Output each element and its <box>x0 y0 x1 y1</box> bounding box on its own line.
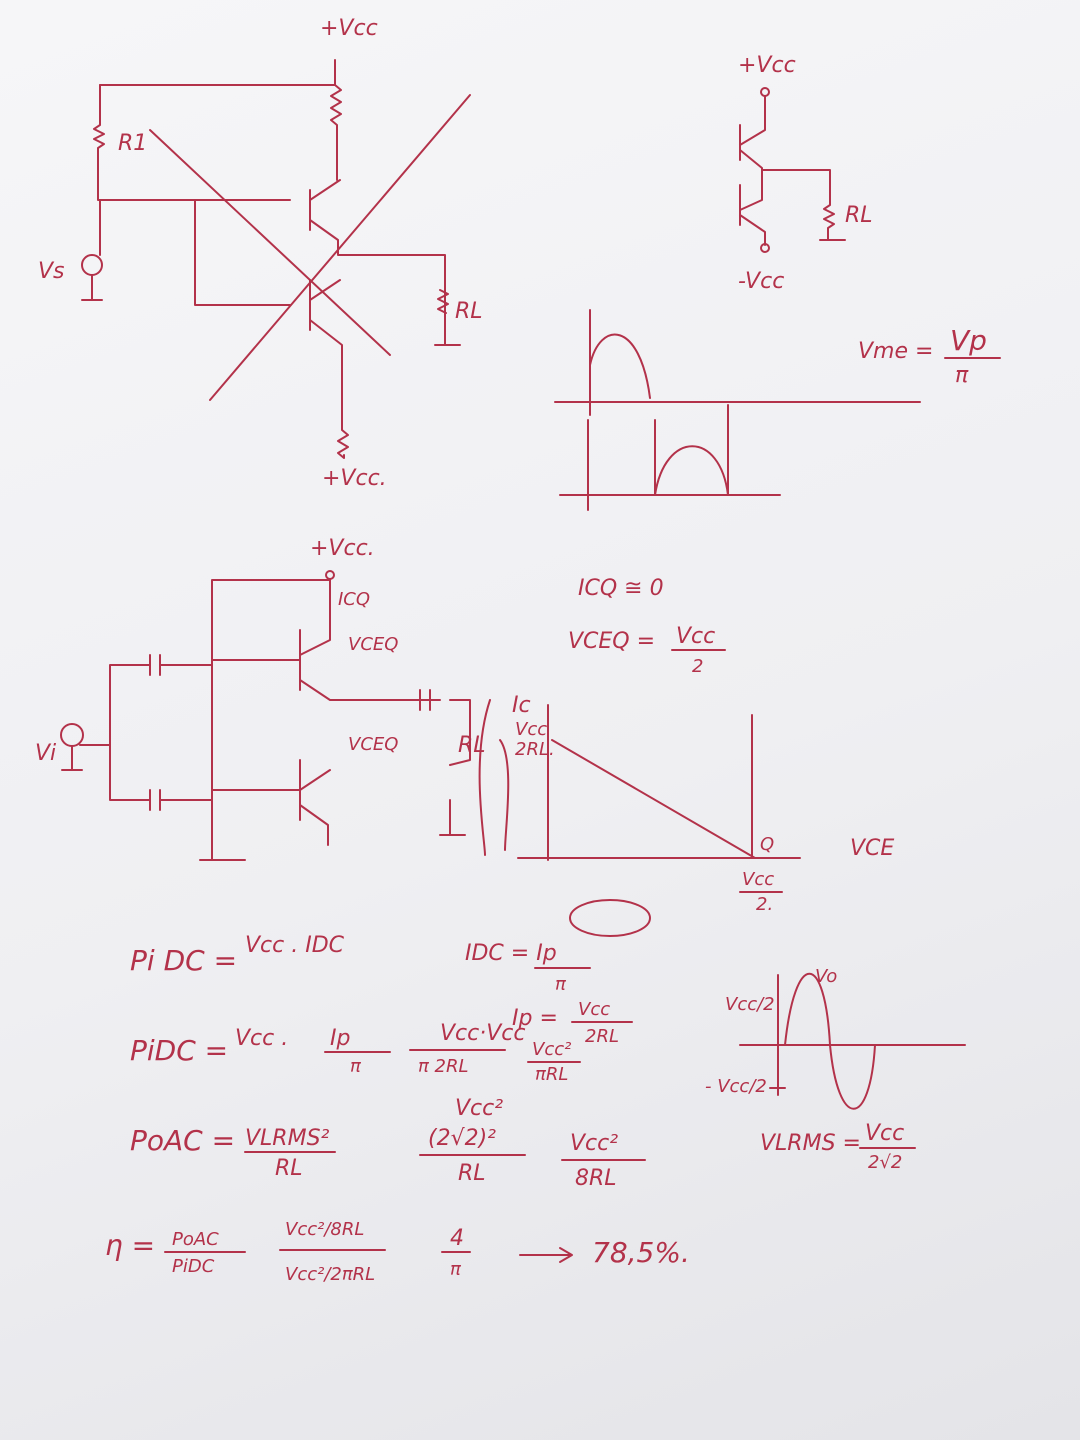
sine-waveform <box>739 973 966 1110</box>
efficiency-pi: π <box>450 1259 462 1280</box>
poac-result-num: Vcc² <box>570 1131 618 1156</box>
crossed-out-push-pull-circuit <box>81 59 471 459</box>
efficiency-percent: 78,5%. <box>592 1236 690 1269</box>
vceq-upper-label: VCEQ <box>348 634 398 655</box>
vce-axis-label: VCE <box>850 836 894 861</box>
pidc2-result-den: πRL <box>535 1064 568 1085</box>
poac-rl: RL <box>275 1156 303 1181</box>
ip-equation: Ip = <box>512 1006 558 1031</box>
ip-den: 2RL <box>585 1026 619 1047</box>
vme-label: Vme = <box>858 339 933 364</box>
vp-label: Vp <box>950 324 987 357</box>
vlrms-label: VLRMS = <box>760 1131 861 1156</box>
vlrms-num: Vcc <box>865 1121 904 1146</box>
biased-push-pull-circuit <box>60 570 471 861</box>
idc-equation: IDC = Ip <box>465 941 557 966</box>
pidc2-ip: Ip <box>330 1026 350 1051</box>
negative-peak-label: - Vcc/2 <box>705 1076 767 1097</box>
r1-label: R1 <box>118 131 147 156</box>
icq-label: ICQ <box>338 589 370 610</box>
rl-label: RL <box>455 299 483 324</box>
vcc-top-label: +Vcc <box>320 16 378 41</box>
positive-peak-label: Vcc/2 <box>725 994 775 1015</box>
poac-vlrms: VLRMS² <box>245 1126 330 1151</box>
ic-max-num: Vcc <box>515 719 547 740</box>
vo-label: Vo <box>815 966 837 987</box>
pidc2-vccvcc: Vcc·Vcc <box>440 1021 525 1046</box>
load-line-graph <box>478 699 801 937</box>
poac-lhs: PoAC = <box>130 1124 235 1157</box>
vceq-equation: VCEQ = <box>568 629 655 654</box>
pidc2-lhs: PiDC = <box>130 1034 228 1067</box>
rl-label-2: RL <box>845 203 873 228</box>
complementary-pair-circuit <box>739 87 846 253</box>
poac-2root2: (2√2)² <box>428 1126 496 1151</box>
vceq-num: Vcc <box>676 624 715 649</box>
pidc-rhs: Vcc . IDC <box>245 933 345 958</box>
q-point-label: Q <box>760 834 774 855</box>
efficiency-den: PiDC <box>172 1256 215 1277</box>
efficiency-fraction-num: Vcc²/8RL <box>285 1219 364 1240</box>
pidc-lhs: Pi DC = <box>130 944 237 977</box>
pi-label: π <box>955 363 969 388</box>
icq-approx-zero: ICQ ≅ 0 <box>578 576 664 601</box>
poac-vcc2: Vcc² <box>455 1096 503 1121</box>
pidc2-vccvcc-den: π 2RL <box>418 1056 469 1077</box>
vcc-label-2: +Vcc <box>738 53 796 78</box>
vi-label: Vi <box>35 741 56 766</box>
vcc-bottom-label: +Vcc. <box>322 466 387 491</box>
efficiency-num: PoAC <box>172 1229 219 1250</box>
pidc2-result-num: Vcc² <box>532 1039 571 1060</box>
vceq-den: 2 <box>692 656 703 677</box>
vcc-label-3: +Vcc. <box>310 536 375 561</box>
efficiency-lhs: η = <box>105 1229 155 1262</box>
pidc2-ip-den: π <box>350 1056 362 1077</box>
efficiency-4: 4 <box>450 1226 464 1251</box>
vlrms-den: 2√2 <box>868 1152 902 1173</box>
idc-den: π <box>555 974 567 995</box>
efficiency-fraction-den: Vcc²/2πRL <box>285 1264 375 1285</box>
minus-vcc-label: -Vcc <box>738 269 784 294</box>
poac-rl2: RL <box>458 1161 486 1186</box>
vce-num: Vcc <box>742 869 774 890</box>
pidc2-vcc: Vcc . <box>235 1026 288 1051</box>
vceq-lower-label: VCEQ <box>348 734 398 755</box>
vs-label: Vs <box>38 259 65 284</box>
ic-axis-label: Ic <box>512 693 531 718</box>
poac-result-den: 8RL <box>575 1166 617 1191</box>
vce-den: 2. <box>756 894 773 915</box>
half-wave-waveforms <box>554 309 921 511</box>
ip-num: Vcc <box>578 999 610 1020</box>
ic-max-den: 2RL. <box>515 739 555 760</box>
power-equations: Pi DC = Vcc . IDC IDC = Ip π Ip = Vcc 2R… <box>105 933 690 1285</box>
